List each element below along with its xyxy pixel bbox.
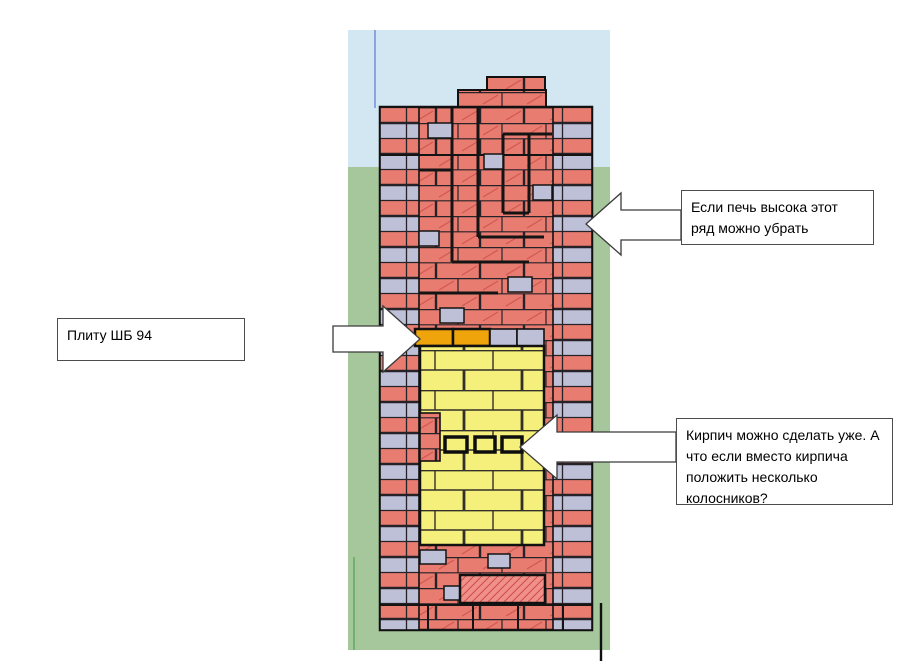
smoke-channels — [419, 108, 552, 295]
right-wall — [552, 106, 593, 631]
grate-bricks — [443, 435, 524, 454]
model-viewport — [348, 30, 610, 661]
plate-brick — [413, 327, 455, 348]
gray-accent-bricks — [418, 122, 553, 601]
callout-plate: Плиту ШБ 94 — [57, 318, 245, 361]
stove-structure — [378, 76, 594, 632]
callout-grate: Кирпич можно сделать уже. А что если вме… — [676, 418, 893, 506]
left-wall — [379, 106, 420, 631]
callout-row-remove-text: Если печь высока этот ряд можно убрать — [691, 199, 838, 236]
callout-grate-text: Кирпич можно сделать уже. А что если вме… — [686, 427, 880, 506]
callout-row-remove: Если печь высока этот ряд можно убрать — [681, 190, 874, 245]
plate-brick — [451, 327, 492, 348]
chimney-brick-row — [457, 89, 547, 108]
hatched-brick — [458, 573, 547, 605]
gray-brick — [516, 328, 545, 347]
gray-brick — [489, 328, 518, 347]
firebox-notch — [419, 412, 441, 462]
plate-row — [413, 327, 545, 348]
callout-plate-text: Плиту ШБ 94 — [67, 327, 152, 343]
